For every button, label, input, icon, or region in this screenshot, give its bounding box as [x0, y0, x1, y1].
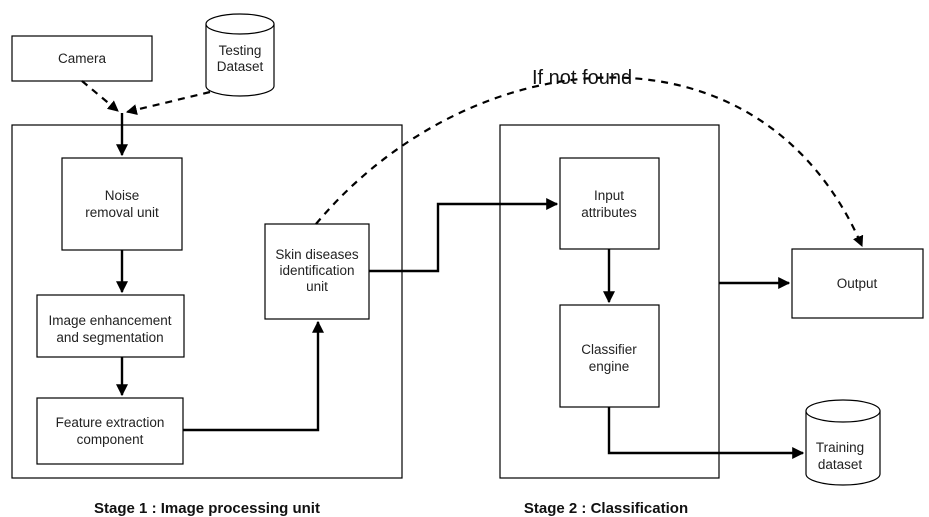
testing-dataset-label-line2: Dataset	[217, 59, 264, 74]
feature-extraction-label-line1: Feature extraction	[56, 415, 165, 430]
input-attributes-label-line2: attributes	[581, 205, 637, 220]
stage1-title: Stage 1 : Image processing unit	[94, 500, 320, 517]
image-enhancement-label-line2: and segmentation	[56, 330, 163, 345]
output-node: Output	[791, 248, 924, 319]
feature-extraction-node: Feature extraction component	[36, 397, 184, 465]
if-not-found-arc	[315, 76, 864, 248]
testing-dataset-label-line1: Testing	[219, 43, 262, 58]
feature-extraction-label-line2: component	[77, 432, 144, 447]
classifier-engine-label-line2: engine	[589, 359, 630, 374]
training-dataset-node: Training dataset	[805, 399, 881, 486]
camera-label: Camera	[58, 51, 107, 66]
camera-node: Camera	[11, 35, 153, 82]
skin-diseases-label-line2: identification	[279, 263, 354, 278]
skin-diseases-node: Skin diseases identification unit	[264, 223, 370, 320]
skin-to-input-arrow	[369, 198, 559, 273]
stage1-frame	[11, 124, 403, 479]
noise-removal-label-line2: removal unit	[85, 205, 159, 220]
output-label: Output	[837, 276, 878, 291]
skin-diseases-label-line1: Skin diseases	[275, 247, 359, 262]
testing-dataset-node: Testing Dataset	[205, 13, 275, 97]
training-dataset-label-line1: Training	[816, 440, 864, 455]
image-enhancement-label-line1: Image enhancement	[48, 313, 171, 328]
classifier-engine-node: Classifier engine	[559, 304, 660, 408]
stage2-frame	[499, 124, 720, 479]
noise-removal-label-line1: Noise	[105, 188, 140, 203]
stage2-title: Stage 2 : Classification	[524, 500, 688, 517]
classifier-to-training-arrow	[607, 407, 805, 459]
training-dataset-label-line2: dataset	[818, 457, 863, 472]
image-enhancement-node: Image enhancement and segmentation	[36, 294, 185, 358]
noise-removal-node: Noise removal unit	[61, 157, 183, 251]
camera-to-junction-arrow	[81, 80, 119, 112]
feature-to-skin-arrow	[183, 320, 324, 432]
testing-dataset-to-junction-arrow	[125, 90, 211, 116]
input-attributes-label-line1: Input	[594, 188, 624, 203]
input-attributes-node: Input attributes	[559, 157, 660, 250]
classifier-engine-label-line1: Classifier	[581, 342, 637, 357]
skin-diseases-label-line3: unit	[306, 279, 328, 294]
if-not-found-label: If not found	[532, 67, 632, 89]
